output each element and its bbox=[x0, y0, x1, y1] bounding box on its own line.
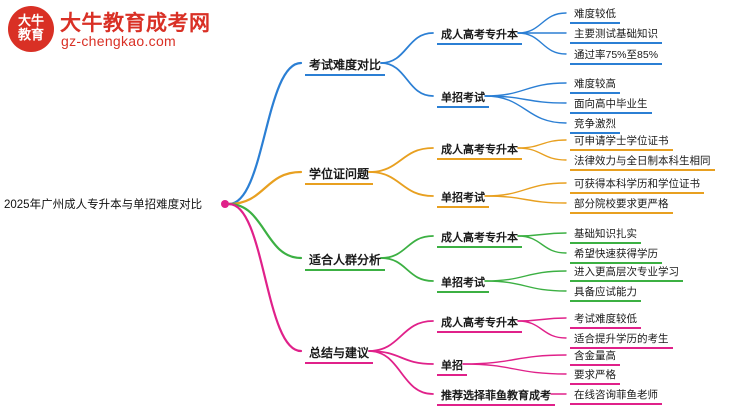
logo-subtitle: gz-chengkao.com bbox=[61, 33, 177, 49]
branch-label-2: 学位证问题 bbox=[305, 163, 374, 185]
leaf-label-4-2-1: 含金量高 bbox=[570, 346, 620, 366]
leaf-label-1-2-2: 面向高中毕业生 bbox=[570, 94, 652, 114]
leaf-label-4-2-2: 要求严格 bbox=[570, 365, 620, 385]
site-logo: 大牛 教育 大牛教育成考网 gz-chengkao.com bbox=[8, 6, 210, 52]
sub-label-1-2: 单招考试 bbox=[437, 87, 489, 108]
sub-label-4-3: 推荐选择菲鱼教育成考 bbox=[437, 385, 555, 406]
sub-label-2-2: 单招考试 bbox=[437, 187, 489, 208]
branch-label-1: 考试难度对比 bbox=[305, 54, 386, 76]
sub-label-1-1: 成人高考专升本 bbox=[437, 24, 522, 45]
branch-label-4: 总结与建议 bbox=[305, 342, 374, 364]
logo-mark-line1: 大牛 bbox=[17, 13, 44, 28]
leaf-label-1-2-3: 竞争激烈 bbox=[570, 114, 620, 134]
logo-title: 大牛教育成考网 bbox=[60, 12, 211, 35]
leaf-label-1-1-2: 主要测试基础知识 bbox=[570, 24, 662, 44]
leaf-label-4-1-2: 适合提升学历的考生 bbox=[570, 329, 673, 349]
leaf-label-4-3-1: 在线咨询菲鱼老师 bbox=[570, 385, 662, 405]
logo-mark-line2: 教育 bbox=[17, 27, 44, 42]
leaf-label-2-2-2: 部分院校要求更严格 bbox=[570, 194, 673, 214]
leaf-label-2-1-2: 法律效力与全日制本科生相同 bbox=[570, 151, 715, 171]
leaf-label-1-1-3: 通过率75%至85% bbox=[570, 45, 663, 65]
leaf-label-2-2-1: 可获得本科学历和学位证书 bbox=[570, 174, 704, 194]
sub-label-2-1: 成人高考专升本 bbox=[437, 139, 522, 160]
leaf-label-1-2-1: 难度较高 bbox=[570, 74, 620, 94]
leaf-label-3-1-1: 基础知识扎实 bbox=[570, 224, 641, 244]
leaf-label-3-2-2: 具备应试能力 bbox=[570, 282, 641, 302]
leaf-label-4-1-1: 考试难度较低 bbox=[570, 309, 641, 329]
mindmap-root-label: 2025年广州成人专升本与单招难度对比 bbox=[4, 199, 203, 211]
leaf-label-1-1-1: 难度较低 bbox=[570, 4, 620, 24]
sub-label-4-1: 成人高考专升本 bbox=[437, 312, 522, 333]
branch-label-3: 适合人群分析 bbox=[305, 249, 386, 271]
sub-label-3-2: 单招考试 bbox=[437, 272, 489, 293]
leaf-label-2-1-1: 可申请学士学位证书 bbox=[570, 131, 673, 151]
sub-label-3-1: 成人高考专升本 bbox=[437, 227, 522, 248]
leaf-label-3-1-2: 希望快速获得学历 bbox=[570, 244, 662, 264]
sub-label-4-2: 单招 bbox=[437, 355, 467, 376]
leaf-label-3-2-1: 进入更高层次专业学习 bbox=[570, 262, 683, 282]
logo-mark: 大牛 教育 bbox=[8, 6, 54, 52]
